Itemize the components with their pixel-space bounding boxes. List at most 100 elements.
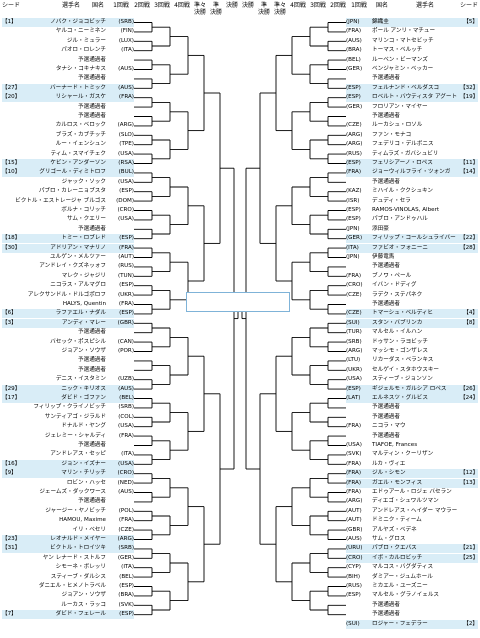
player-name: リシャール・ガスケ <box>55 94 106 101</box>
player-row: ドナルド・ヤング(USA) <box>2 422 134 431</box>
seed-number: 【24】 <box>460 395 478 401</box>
player-country: (USA) <box>346 376 362 383</box>
player-row: 予選通過者 <box>2 103 134 112</box>
player-name: ボルナ・コリッチ <box>61 207 106 213</box>
player-country: (TUR) <box>346 329 362 336</box>
player-row: 予選通過者 <box>2 497 134 506</box>
player-country: (FIN) <box>120 28 134 35</box>
player-row: 【28】ファビオ・フォニーニ(ITA) <box>346 243 478 253</box>
player-name: ルーカス・ラッコ <box>61 601 106 608</box>
player-country: (SRB) <box>118 545 134 552</box>
player-row: 予選通過者 <box>2 225 134 234</box>
header-r3-right: 3回戦 <box>310 2 326 9</box>
seed-number: 【28】 <box>460 244 478 251</box>
player-country: (SVK) <box>118 601 134 608</box>
player-row: 【7】ダビド・フェレール(ESP) <box>2 610 134 620</box>
player-row: 【6】ラファエル・ナダル(ESP) <box>2 309 134 319</box>
player-row: パオロ・ロレンチ(ITA) <box>2 46 134 55</box>
player-row: 予選通過者 <box>346 74 478 83</box>
player-row: マッシモ・ゴンザレス(ARG) <box>346 347 478 356</box>
player-name: ロビン・ハッセ <box>66 479 106 486</box>
player-country: (CRO) <box>117 470 134 477</box>
player-row: ドミニク・ティーム(AUT) <box>346 516 478 525</box>
seed-number: 【20】 <box>2 94 21 101</box>
player-row: エドゥアール・ロジェ バセラン(FRA) <box>346 488 478 497</box>
player-name: フェデリコ・デルボニス <box>372 141 434 148</box>
player-name: 予選通過者 <box>78 498 106 505</box>
player-name: ジャック・ソック <box>61 178 106 185</box>
player-country: (USA) <box>118 178 134 185</box>
player-country: (USA) <box>118 423 134 430</box>
player-row: ボルナ・コリッチ (CRO) <box>2 206 134 215</box>
player-country: (ESP) <box>119 611 134 618</box>
player-country: (ESP) <box>346 216 361 223</box>
player-name: エルネスツ・グルビス <box>372 395 428 401</box>
player-name: ルーカシュ・ロソル <box>372 122 423 129</box>
player-row: 【19】ロベルト・バウティスタ アグート(ESP) <box>346 93 478 103</box>
header-qf-right: 準々決勝 <box>273 2 286 16</box>
player-country: (ITA) <box>121 451 134 458</box>
player-name: ベンジャミン・ベッカー <box>372 66 434 72</box>
player-row: アンドレアス・セッピ(ITA) <box>2 450 134 459</box>
player-row: 【16】ジョン・イズナー(USA) <box>2 459 134 469</box>
player-row: ブノワ・ペール(FRA) <box>346 272 478 281</box>
player-name: ヤルコ・ニーミネン <box>55 28 106 35</box>
player-row: イバン・ドディグ(CRO) <box>346 281 478 290</box>
seed-number: 【10】 <box>2 169 21 176</box>
player-name: ケビン・アンダーソン <box>50 160 106 166</box>
player-country: (CRO) <box>117 207 134 213</box>
player-name: ダミアー・ジュムホール <box>372 573 433 580</box>
player-name: ファン・モナコ <box>372 131 412 138</box>
player-country: (ESP) <box>346 94 361 101</box>
player-country: (POR) <box>117 348 134 354</box>
player-row: フィリップ・クライノビッチ(SRB) <box>2 403 134 412</box>
player-name: HALYS, Quentin <box>62 301 106 307</box>
player-name: ロジャー・フェデラー <box>372 620 428 627</box>
player-name: ジョーウィルフライ・ツォンガ <box>372 169 451 176</box>
player-name: マレク・ジャジリ <box>61 272 106 279</box>
player-row: ルカ・ヴィエ(FRA) <box>346 460 478 469</box>
player-country: (FRA) <box>346 479 362 486</box>
player-country: (JPN) <box>346 19 360 25</box>
player-row: 【21】パブロ・クエバス(URU) <box>346 544 478 554</box>
player-row: アルヤズ・ベデネ(GBR) <box>346 526 478 535</box>
player-country: (FRA) <box>118 517 134 524</box>
player-row: ルーベン・ビーマンズ(BEL) <box>346 56 478 65</box>
player-name: シモーネ・ボレッリ <box>55 564 106 571</box>
player-row: ジョアン・ソウザ(BRA) <box>2 591 134 600</box>
player-name: 予選通過者 <box>78 442 106 448</box>
player-row: アンドレイ・クズネッォフ(RUS) <box>2 262 134 271</box>
header-r2-right: 2回戦 <box>330 2 346 9</box>
player-name: マルコス・バグダティス <box>372 564 434 571</box>
player-name: トーマス・ベルッチ <box>372 47 423 54</box>
player-country: (AUT) <box>346 517 362 524</box>
player-name: フェルナンド・ベルダスコ <box>372 84 440 91</box>
player-country: (LAT) <box>346 395 361 401</box>
player-country: (FRA) <box>346 470 362 477</box>
player-country: (CZE) <box>346 122 362 129</box>
player-name: サム・グロス <box>372 536 406 542</box>
header-seed-left: シード <box>2 2 21 9</box>
player-row: トーマス・ベルッチ(BRA) <box>346 46 478 55</box>
seed-number: 【17】 <box>2 395 21 401</box>
player-country: (GBR) <box>346 526 363 533</box>
player-name: リカーダス・ベランキス <box>372 357 434 364</box>
player-name: パブロ・アンドゥハル <box>372 216 428 223</box>
player-country: (AUS) <box>118 84 134 91</box>
player-name: ビクトル・トロイツキ <box>50 545 106 552</box>
player-row: マルティン・クーリザン(SVK) <box>346 450 478 459</box>
player-country: (ARG) <box>117 122 134 129</box>
player-name: ブノワ・ペール <box>372 272 412 279</box>
player-row: 【32】フェルナンド・ベルダスコ(ESP) <box>346 83 478 93</box>
player-row: ディエゴ・シュワルツマン(ARG) <box>346 497 478 506</box>
player-row: ヤン レナード・ストルフ(GER) <box>2 554 134 563</box>
player-row: フロリアン・マイヤー(GER) <box>346 103 478 112</box>
seed-number: 【13】 <box>460 479 478 486</box>
player-row: ユルゲン・メルツァー(AUT) <box>2 253 134 262</box>
seed-number: 【6】 <box>2 310 17 317</box>
player-name: フロリアン・マイヤー <box>372 103 428 110</box>
header-final-left: 決勝 <box>225 2 238 9</box>
player-name: レオナルド・メイヤー <box>50 536 106 542</box>
player-name: アレクサンドル・ドルゴポロフ <box>27 291 106 298</box>
player-name: 予選通過者 <box>372 404 400 411</box>
